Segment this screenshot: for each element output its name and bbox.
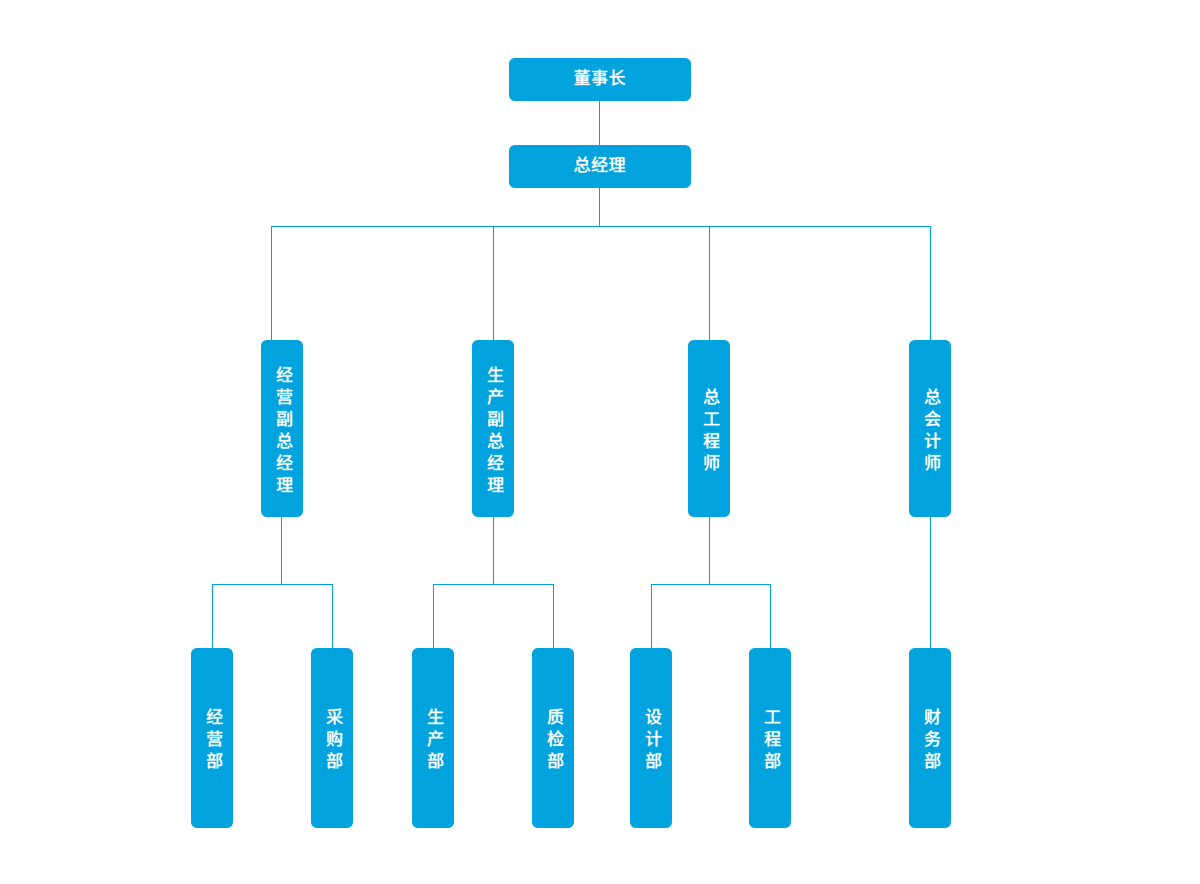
- connector-bus-to-dept-engineering: [770, 584, 772, 648]
- node-dept-quality[interactable]: 质检部: [532, 648, 574, 828]
- node-dept-operations[interactable]: 经营部: [191, 648, 233, 828]
- node-vp-operations-label: 经营副总经理: [273, 365, 293, 498]
- node-dept-design[interactable]: 设计部: [630, 648, 672, 828]
- connector-chief-accountant-to-dept-finance: [930, 517, 932, 648]
- connector-bus-to-chief-engineer: [709, 226, 711, 340]
- connector-vp-operations-stem: [281, 517, 283, 585]
- connector-vp-production-bus: [433, 584, 554, 586]
- node-dept-engineering-label: 工程部: [761, 708, 781, 774]
- connector-vp-production-stem: [493, 517, 495, 585]
- node-dept-finance[interactable]: 财务部: [909, 648, 951, 828]
- node-chief-accountant-label: 总会计师: [921, 387, 941, 476]
- connector-level2-bus: [271, 226, 930, 228]
- connector-bus-to-dept-quality: [553, 584, 555, 648]
- connector-bus-to-vp-operations: [271, 226, 273, 340]
- connector-chief-engineer-bus: [651, 584, 771, 586]
- connector-bus-to-dept-purchasing: [332, 584, 334, 648]
- node-dept-production[interactable]: 生产部: [412, 648, 454, 828]
- node-general-manager[interactable]: 总经理: [509, 145, 691, 188]
- node-dept-purchasing-label: 采购部: [323, 708, 343, 774]
- node-dept-operations-label: 经营部: [203, 708, 223, 774]
- node-vp-production-label: 生产副总经理: [484, 365, 504, 498]
- connector-chief-engineer-stem: [709, 517, 711, 585]
- node-chairman-label: 董事长: [573, 69, 627, 89]
- node-dept-design-label: 设计部: [642, 708, 662, 774]
- node-dept-production-label: 生产部: [424, 708, 444, 774]
- connector-chairman-to-general-manager: [599, 101, 601, 145]
- connector-bus-to-dept-production: [433, 584, 435, 648]
- node-chief-engineer-label: 总工程师: [700, 387, 720, 476]
- node-dept-quality-label: 质检部: [544, 708, 564, 774]
- node-chief-engineer[interactable]: 总工程师: [688, 340, 730, 517]
- connector-bus-to-chief-accountant: [930, 226, 932, 340]
- node-dept-purchasing[interactable]: 采购部: [311, 648, 353, 828]
- node-vp-operations[interactable]: 经营副总经理: [261, 340, 303, 517]
- node-chief-accountant[interactable]: 总会计师: [909, 340, 951, 517]
- node-general-manager-label: 总经理: [573, 156, 627, 176]
- node-chairman[interactable]: 董事长: [509, 58, 691, 101]
- node-dept-finance-label: 财务部: [921, 708, 941, 774]
- node-vp-production[interactable]: 生产副总经理: [472, 340, 514, 517]
- connector-bus-to-vp-production: [493, 226, 495, 340]
- node-dept-engineering[interactable]: 工程部: [749, 648, 791, 828]
- connector-bus-to-dept-operations: [212, 584, 214, 648]
- connector-vp-operations-bus: [212, 584, 333, 586]
- connector-bus-to-dept-design: [651, 584, 653, 648]
- connector-general-manager-stem: [599, 188, 601, 227]
